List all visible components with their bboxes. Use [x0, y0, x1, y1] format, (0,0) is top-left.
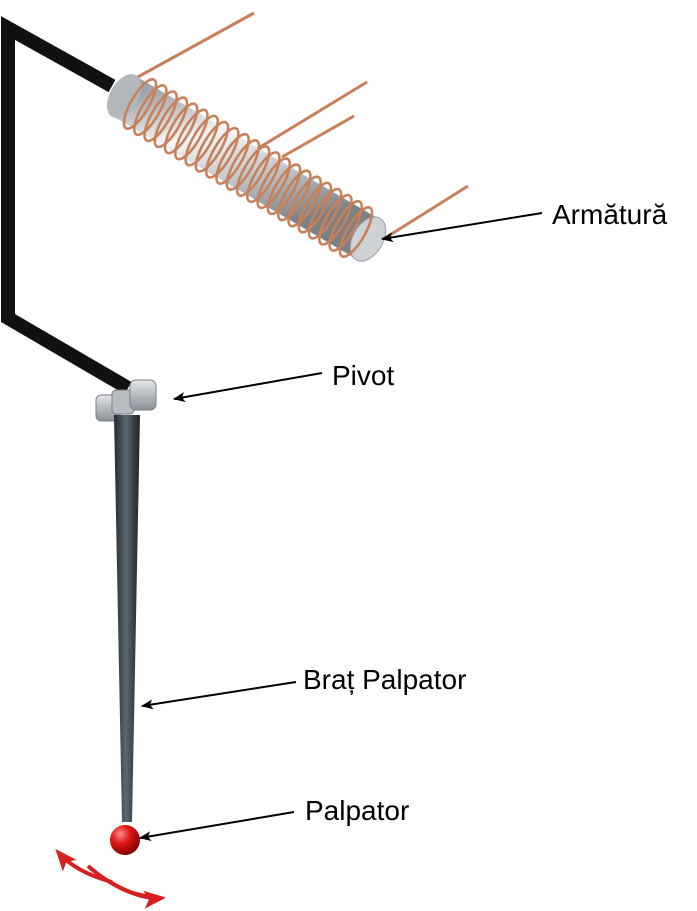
- frame: [1, 16, 132, 395]
- coil-turn: [143, 90, 178, 143]
- label-stylus: Palpator: [305, 795, 410, 826]
- coil-turn: [163, 102, 199, 155]
- coil-turn: [328, 199, 364, 252]
- coil-turn: [235, 145, 271, 197]
- callout-pointers: [139, 212, 543, 842]
- pointer-armature: [381, 212, 543, 243]
- coil-turn: [204, 126, 240, 179]
- coil-turn: [338, 206, 374, 258]
- motion-arrow-icon: [55, 848, 166, 909]
- coil-turn: [287, 175, 322, 228]
- coil-windings: [122, 78, 374, 258]
- coil-turn: [215, 132, 250, 185]
- coil-turn: [318, 193, 353, 246]
- pointer-pivot: [173, 372, 323, 403]
- stylus-tip: [110, 825, 140, 855]
- pointer-arm: [141, 681, 297, 710]
- coil-turn: [246, 151, 281, 204]
- coil-turn: [266, 163, 302, 216]
- coil-turn: [297, 181, 333, 234]
- label-armature: Armătură: [552, 199, 668, 230]
- coil-turn: [256, 157, 292, 210]
- coil-turn: [122, 78, 158, 130]
- coil-turn: [153, 96, 189, 149]
- pointer-stylus: [139, 811, 295, 842]
- coil-turn: [184, 114, 220, 167]
- coil-turn: [194, 120, 230, 173]
- label-pivot: Pivot: [332, 360, 395, 391]
- coil-turn: [276, 169, 312, 222]
- coil-turn: [174, 108, 209, 161]
- pivot-joint: [95, 379, 157, 422]
- coil-turn: [225, 139, 261, 191]
- probe-arm: [114, 415, 140, 822]
- coil-wire-leads: [135, 11, 469, 242]
- label-probe-arm: Braț Palpator: [303, 664, 467, 695]
- coil-turn: [307, 187, 343, 240]
- coil-turn: [132, 84, 168, 137]
